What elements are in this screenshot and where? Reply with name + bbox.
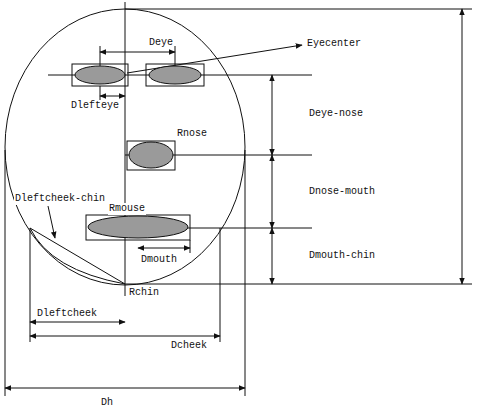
dimension-label: Dh <box>100 397 114 409</box>
region-label: Rnose <box>176 128 208 140</box>
callout-label: Eyecenter <box>306 38 362 50</box>
dimension-label: Dleftcheek-chin <box>14 193 106 205</box>
dimension-label: Deye-nose <box>308 108 364 120</box>
dimension-label: Dmouth-chin <box>308 250 376 262</box>
region-label: Rmouse <box>108 203 146 215</box>
dimension-label: Dcheek <box>170 340 208 352</box>
dimension-label: Dlefteye <box>70 100 120 112</box>
dimension-label: Dnose-mouth <box>308 186 376 198</box>
dimension-label: Deye <box>148 37 174 49</box>
dimension-label: Dmouth <box>140 254 178 266</box>
region-label: Rchin <box>128 287 160 299</box>
dimension-label: Dleftcheek <box>36 308 98 320</box>
